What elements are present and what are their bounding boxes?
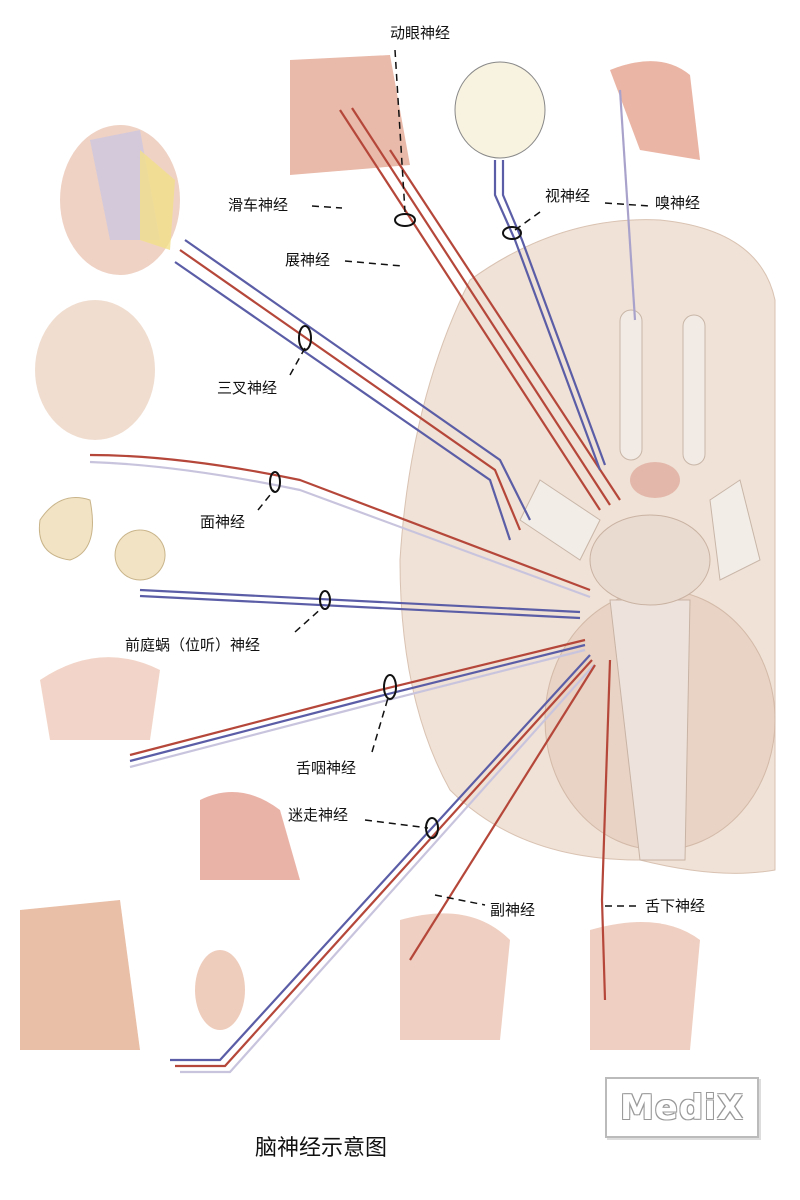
neck-accessory-illustration bbox=[400, 913, 510, 1040]
watermark-logo: MediX bbox=[605, 1077, 759, 1138]
label-glossopharyngeal-nerve: 舌咽神经 bbox=[296, 759, 357, 777]
label-vagus-nerve: 迷走神经 bbox=[288, 806, 349, 824]
label-accessory-nerve: 副神经 bbox=[490, 901, 536, 919]
brain-illustration bbox=[399, 219, 776, 874]
head-facial-illustration bbox=[35, 300, 155, 440]
leader-lines bbox=[257, 49, 651, 907]
nerve-markers bbox=[269, 213, 522, 839]
label-vestibulocochlear-nerve: 前庭蜗（位听）神经 bbox=[125, 636, 261, 654]
label-optic-nerve: 视神经 bbox=[545, 187, 591, 205]
inner-ear-illustration bbox=[38, 497, 166, 581]
label-hypoglossal-nerve: 舌下神经 bbox=[645, 897, 706, 915]
label-trochlear-nerve: 滑车神经 bbox=[228, 196, 289, 214]
label-trigeminal-nerve: 三叉神经 bbox=[217, 379, 278, 397]
nerve-paths bbox=[89, 89, 637, 1074]
neck-hypoglossal-illustration bbox=[590, 922, 700, 1050]
figure-title: 脑神经示意图 bbox=[255, 1136, 388, 1161]
pharynx-head-illustration bbox=[40, 657, 160, 740]
label-facial-nerve: 面神经 bbox=[200, 513, 246, 531]
ear-illustration bbox=[195, 950, 245, 1030]
label-oculomotor-nerve: 动眼神经 bbox=[390, 24, 451, 42]
nasal-cavity-illustration bbox=[610, 61, 700, 160]
viscera-illustration bbox=[20, 900, 140, 1050]
label-olfactory-nerve: 嗅神经 bbox=[655, 194, 701, 212]
eyeball-illustration bbox=[454, 61, 546, 159]
lungs-heart-illustration bbox=[200, 792, 300, 880]
orbit-illustration bbox=[290, 55, 410, 175]
label-abducens-nerve: 展神经 bbox=[285, 251, 331, 269]
